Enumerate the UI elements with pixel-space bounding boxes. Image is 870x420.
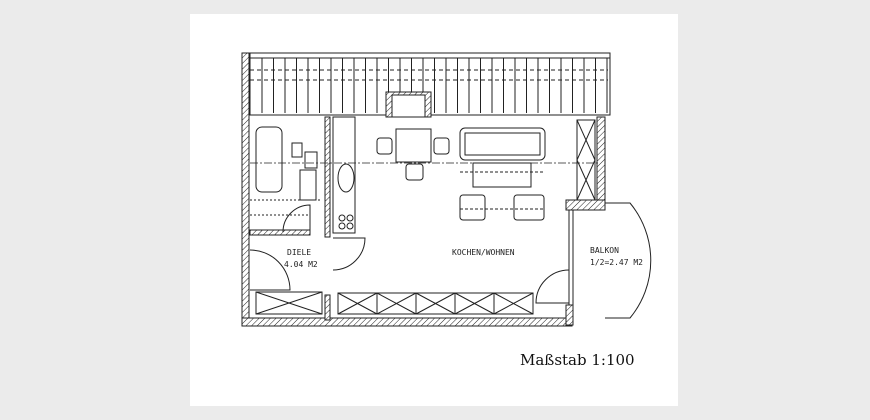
door-bath [282, 204, 311, 233]
cabinet-cross [454, 292, 495, 315]
wall-bath-bottom [249, 229, 311, 236]
balcony-rail [605, 202, 652, 319]
door-entry [249, 249, 291, 291]
dining-table [376, 128, 450, 181]
cabinet-cross [493, 292, 534, 315]
living-cabinets [337, 292, 534, 315]
cabinet-cross [337, 292, 378, 315]
wall-diele-right [324, 294, 331, 321]
kitchen-counter [332, 116, 356, 234]
room-area-diele: 4.04 M2 [284, 260, 318, 269]
wall-right [596, 116, 606, 204]
room-area-balkon: 1/2=2.47 M2 [590, 258, 643, 267]
wardrobe-right [576, 119, 596, 201]
scale-label: Maßstab 1:100 [520, 351, 635, 369]
wall-balcony-corner [565, 199, 606, 211]
room-label-kochen-wohnen: KOCHEN/WOHNEN [452, 248, 515, 257]
door-living [332, 237, 366, 271]
cabinet-unit [493, 292, 534, 315]
wall-bottom [241, 317, 573, 327]
cabinet-cross [415, 292, 456, 315]
wall-balcony-left [565, 304, 574, 326]
bathroom [250, 126, 320, 216]
wall-left [241, 52, 250, 326]
room-label-balkon: BALKON [590, 246, 619, 255]
wall-partition [324, 116, 331, 238]
wardrobe-diele [255, 291, 323, 315]
door-balcony [535, 269, 570, 304]
room-label-diele: DIELE [287, 248, 311, 257]
cabinet-cross [376, 292, 417, 315]
sofa-group [459, 127, 546, 221]
